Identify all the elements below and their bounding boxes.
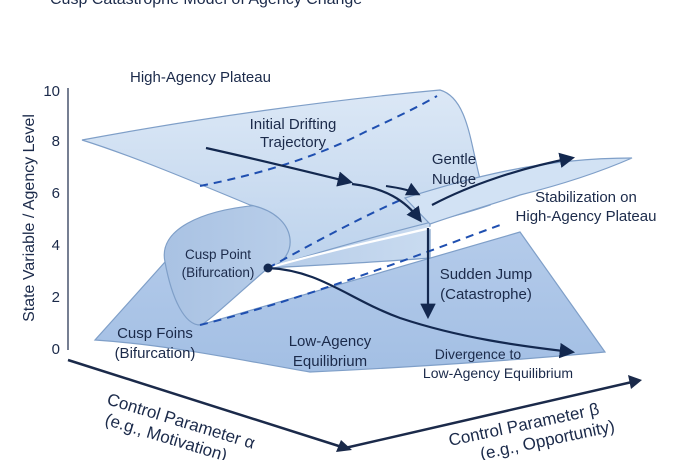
initial-trajectory-label-1: Initial Drifting bbox=[250, 116, 337, 133]
header-title: Cusp Catastrophe Model of Agency Change bbox=[50, 0, 362, 8]
y-tick-6: 6 bbox=[52, 185, 60, 202]
y-axis-label: State Variable / Agency Level bbox=[21, 114, 38, 322]
y-axis-ticks: 0 2 4 6 8 10 bbox=[43, 83, 60, 358]
cusp-point-marker bbox=[264, 264, 273, 273]
high-plateau-label: High-Agency Plateau bbox=[130, 69, 271, 86]
low-equilibrium-label-1: Low-Agency bbox=[289, 333, 372, 350]
cusp-point-label-2: (Bifurcation) bbox=[182, 265, 255, 280]
stabilization-label-2: High-Agency Plateau bbox=[516, 208, 657, 225]
beta-axis-arrowhead bbox=[628, 375, 642, 389]
y-tick-0: 0 bbox=[52, 341, 60, 358]
gentle-nudge-label-2: Nudge bbox=[432, 171, 476, 188]
y-tick-4: 4 bbox=[52, 237, 60, 254]
cusp-point-label-1: Cusp Point bbox=[185, 247, 251, 262]
initial-trajectory-label-2: Trajectory bbox=[260, 134, 327, 151]
gentle-nudge-label-1: Gentle bbox=[432, 151, 476, 168]
sudden-jump-label-1: Sudden Jump bbox=[440, 266, 533, 283]
beta-axis-label: Control Parameter β (e.g., Opportunity) bbox=[447, 397, 617, 460]
alpha-axis-label: Control Parameter α (e.g., Motivation) bbox=[99, 390, 257, 460]
sudden-jump-label-2: (Catastrophe) bbox=[440, 286, 532, 303]
cusp-foins-label-1: Cusp Foins bbox=[117, 325, 193, 342]
stabilization-label-1: Stabilization on bbox=[535, 189, 637, 206]
cusp-foins-label-2: (Bifurcation) bbox=[115, 345, 196, 362]
low-equilibrium-label-2: Equilibrium bbox=[293, 353, 367, 370]
divergence-label-2: Low-Agency Equilibrium bbox=[423, 365, 573, 381]
divergence-label-1: Divergence to bbox=[435, 346, 522, 362]
y-tick-10: 10 bbox=[43, 83, 60, 100]
y-tick-2: 2 bbox=[52, 289, 60, 306]
y-tick-8: 8 bbox=[52, 133, 60, 150]
